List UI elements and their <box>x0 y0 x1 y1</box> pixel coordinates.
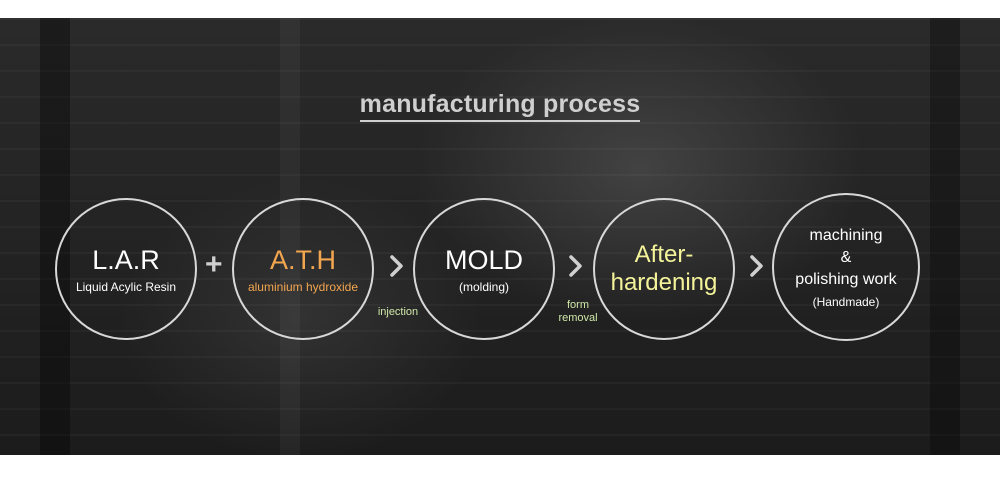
step-ath-subtitle: aluminium hydroxide <box>247 280 359 294</box>
transition-form-line2: removal <box>558 312 598 324</box>
plus-icon: + <box>205 248 223 281</box>
step-machining-line2: & <box>840 249 852 266</box>
step-afterhardening-circle: After- hardening <box>593 198 735 340</box>
step-lar-circle: L.A.R Liquid Acylic Resin <box>55 198 197 340</box>
step-lar-title: L.A.R <box>92 245 160 275</box>
step-ath-title: A.T.H <box>269 245 336 275</box>
transition-injection-label: injection <box>377 306 419 318</box>
transition-form-removal-label: form removal <box>552 299 604 325</box>
step-machining-line1: machining <box>809 227 883 244</box>
section-title-text: manufacturing process <box>359 90 641 122</box>
step-mold-subtitle: (molding) <box>458 280 509 294</box>
step-afterhardening-title-line1: After- <box>634 241 694 268</box>
step-afterhardening-title-line2: hardening <box>610 269 718 296</box>
step-machining-circle: machining & polishing work (Handmade) <box>772 193 920 341</box>
step-mold-title: MOLD <box>444 245 523 275</box>
step-mold-circle: MOLD (molding) <box>413 198 555 340</box>
chevron-right-icon <box>750 255 763 277</box>
process-banner: manufacturing process L.A.R Liquid Acyli… <box>0 18 1000 455</box>
step-machining-subtitle: (Handmade) <box>812 295 880 309</box>
chevron-right-icon <box>390 255 403 277</box>
step-lar-subtitle: Liquid Acylic Resin <box>75 280 177 294</box>
chevron-right-icon <box>569 255 582 277</box>
step-ath-circle: A.T.H aluminium hydroxide <box>232 198 374 340</box>
step-machining-line3: polishing work <box>795 271 897 288</box>
section-title: manufacturing process <box>0 90 1000 122</box>
transition-form-line1: form <box>567 299 589 311</box>
